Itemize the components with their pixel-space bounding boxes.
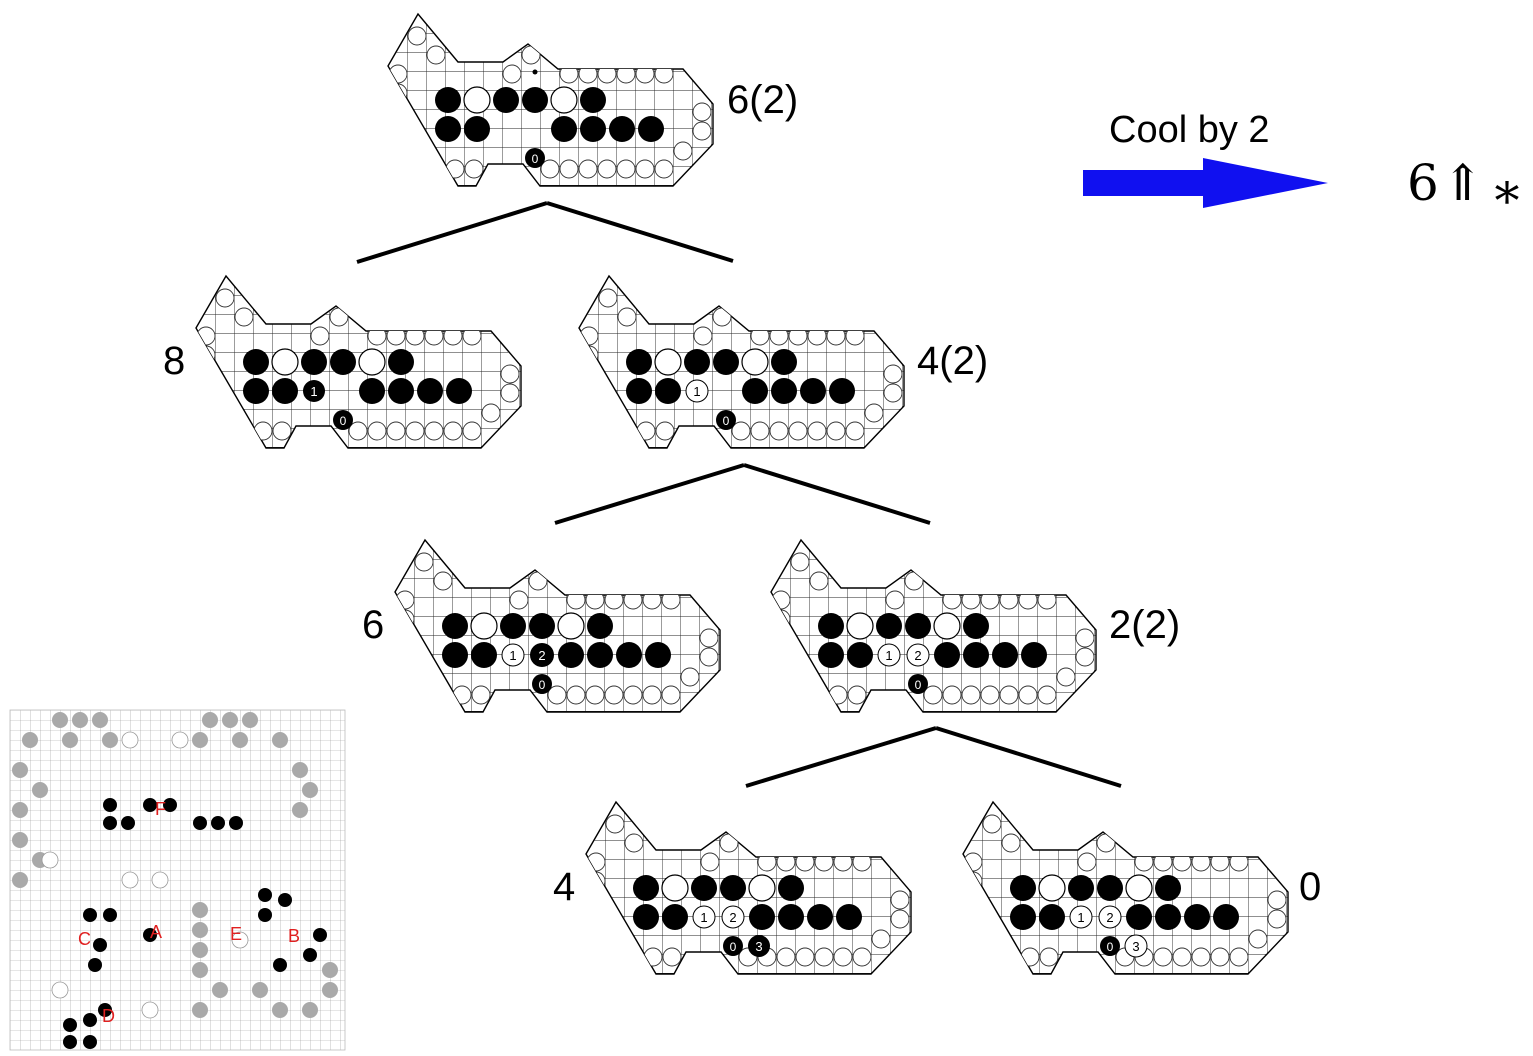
marker-dot: [532, 69, 538, 75]
svg-text:3: 3: [755, 939, 762, 954]
inset-letter-d: D: [102, 1006, 115, 1026]
svg-text:2: 2: [1106, 910, 1113, 925]
tree-edge: [546, 201, 734, 263]
inset-grey-stones: [12, 712, 338, 1018]
inset-board: F C A E B D: [9, 709, 346, 1051]
move-3: 3: [1124, 934, 1148, 958]
move-1: 1: [1069, 905, 1093, 929]
cool-arrow-icon: [1083, 158, 1328, 208]
svg-text:1: 1: [885, 648, 892, 663]
move-2: 2: [1098, 905, 1122, 929]
move-1: 1: [303, 380, 325, 402]
svg-text:1: 1: [310, 384, 317, 399]
value-left3: 4: [553, 865, 575, 909]
node-right1: 1: [579, 276, 904, 448]
inset-letter-c: C: [78, 929, 91, 949]
inset-letter-e: E: [230, 924, 242, 944]
result-star: ∗: [1490, 162, 1524, 220]
value-right2: 2(2): [1109, 603, 1180, 647]
move-2: 2: [906, 643, 930, 667]
svg-text:2: 2: [538, 648, 545, 663]
result-double-up: ⇑: [1442, 154, 1484, 212]
value-left1: 8: [163, 339, 185, 383]
move-1: 1: [692, 905, 716, 929]
inset-letter-f: F: [155, 799, 166, 819]
node-root: [388, 14, 713, 186]
tree-edge: [743, 463, 931, 525]
inset-black-stones: [63, 798, 327, 1049]
value-root: 6(2): [727, 78, 798, 122]
inset-letter-b: B: [288, 926, 300, 946]
move-1: 1: [685, 379, 709, 403]
svg-text:2: 2: [729, 910, 736, 925]
move-1: 1: [877, 643, 901, 667]
tree-edge: [554, 463, 745, 525]
move-2: 2: [721, 905, 745, 929]
move-2: 2: [530, 643, 554, 667]
node-left2: 1 2: [395, 540, 720, 712]
svg-text:2: 2: [914, 648, 921, 663]
svg-text:3: 3: [1132, 939, 1139, 954]
svg-text:1: 1: [509, 648, 516, 663]
tree-edge: [935, 726, 1122, 788]
result-number: 6: [1407, 154, 1439, 212]
inset-letter-a: A: [150, 922, 162, 942]
node-right2: 1 2: [771, 540, 1096, 712]
svg-text:1: 1: [1077, 910, 1084, 925]
move-1: 1: [501, 643, 525, 667]
value-right1: 4(2): [917, 339, 988, 383]
move-3: 3: [748, 935, 770, 957]
node-left1: 1: [196, 276, 521, 448]
cool-label: Cool by 2: [1109, 109, 1270, 151]
node-right3: 1 2 3: [963, 802, 1288, 974]
inset-white-stones: [41, 731, 249, 1019]
tree-edge: [356, 201, 548, 264]
value-left2: 6: [362, 603, 384, 647]
svg-text:1: 1: [700, 910, 707, 925]
value-right3: 0: [1299, 865, 1321, 909]
node-left3: 1 2 3: [586, 802, 911, 974]
svg-text:1: 1: [693, 384, 700, 399]
tree-edge: [745, 726, 937, 788]
